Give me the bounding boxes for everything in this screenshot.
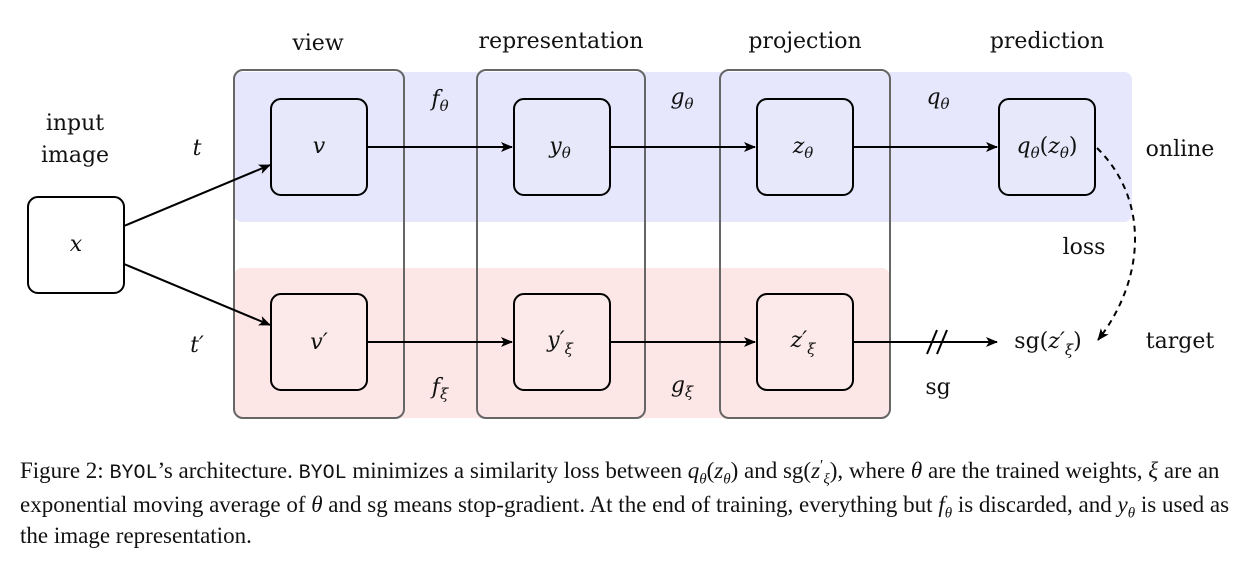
caption-text: ’s architecture. [157,458,293,483]
stop-gradient-label: sg [925,375,950,400]
math-subscript: ξ [823,471,830,488]
online-predictor-label: qθ [926,85,949,113]
stop-gradient-mark-1 [926,329,938,355]
caption-text: are an exponential moving average of [20,458,1220,517]
math-superscript: ′ [820,457,824,474]
representation-column [476,69,646,419]
target-transform-label: t′ [190,333,204,358]
math-symbol: z [714,458,724,483]
byol-name: BYOL [109,462,158,485]
math-symbol: f [938,492,945,517]
math-symbol: θ [910,458,923,483]
view-column [233,69,405,419]
target-projector-label: gξ [671,373,694,401]
input-node-label: x [70,232,83,257]
math-symbol: q [687,458,700,483]
stop-gradient-mark-2 [936,329,948,355]
online-row-label: online [1146,137,1215,162]
byol-architecture-diagram: view representation projection predictio… [27,29,1215,419]
caption-text: and sg means stop-gradient. At the end o… [328,492,933,517]
column-header-representation: representation [479,29,644,54]
input-label-line1: input [46,111,104,136]
online-view-label: v [313,134,326,159]
edge-input-to-target-view [123,263,271,326]
caption-text: is discarded, and [957,492,1112,517]
math-subscript: θ [723,471,731,488]
online-representation-label: yθ [548,134,570,162]
math-symbol: z [811,458,821,483]
target-representation-label: y′ξ [546,328,573,358]
online-prediction-node [998,98,1096,196]
column-header-prediction: prediction [990,29,1104,54]
caption-text: minimizes a similarity loss between [352,458,682,483]
online-projection-label: zθ [792,134,814,162]
online-transform-label: t [193,136,202,161]
math-subscript: θ [699,471,707,488]
figure-number: Figure 2: [20,458,104,483]
online-projector-label: gθ [670,85,693,113]
projection-column [719,69,891,419]
input-node [27,196,125,294]
target-projection-label: z′ξ [790,328,817,358]
math-subscript: θ [944,505,953,522]
target-row-label: target [1146,329,1215,354]
byol-name: BYOL [298,462,347,485]
math-subscript: θ [1127,505,1136,522]
input-label-line2: image [41,143,109,168]
column-header-projection: projection [748,29,861,54]
edge-input-to-online-view [123,164,271,227]
math-symbol: ξ [1148,458,1159,483]
loss-edge [1096,147,1136,341]
target-view-label: v′ [310,330,327,355]
figure-caption: Figure 2: BYOL’s architecture. BYOL mini… [20,457,1230,548]
loss-label: loss [1063,235,1106,260]
target-output-label: sg(z′ξ) [1014,329,1081,359]
online-prediction-label: qθ(zθ) [1017,134,1078,162]
caption-text: are the trained weights, [927,458,1143,483]
math-symbol: y [1117,492,1128,517]
column-header-view: view [291,31,343,56]
caption-text: ), where [829,458,906,483]
math-symbol: θ [311,492,323,517]
caption-text: is used as the image representation. [20,492,1230,548]
caption-text: and sg( [744,458,812,483]
